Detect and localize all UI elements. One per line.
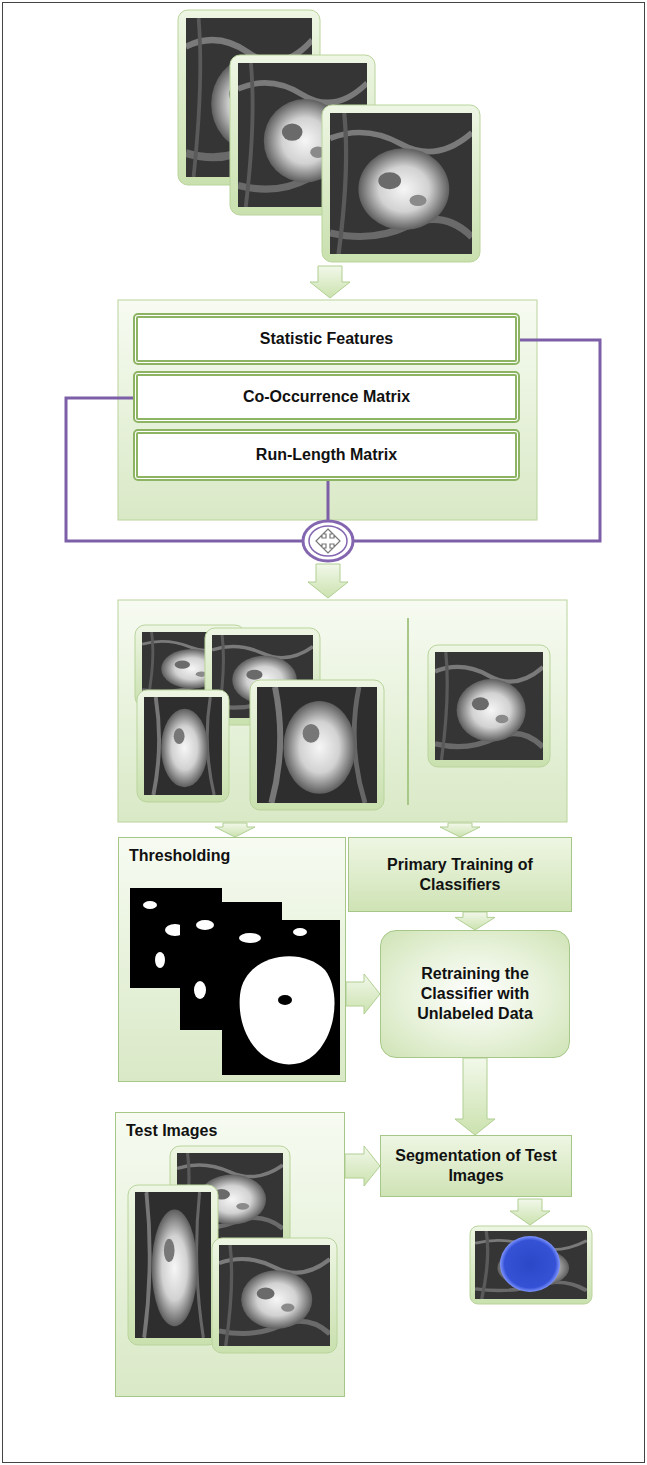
- threshold-spot: [196, 920, 214, 930]
- box-label: Segmentation of Test Images: [391, 1146, 561, 1186]
- flow-arrow: [345, 1146, 380, 1186]
- box-title: Thresholding: [129, 846, 335, 866]
- image-frame: [470, 1226, 592, 1304]
- flow-arrow: [215, 823, 255, 837]
- move-icon: [316, 529, 340, 553]
- image-frame: [137, 690, 229, 802]
- box-ground: [118, 837, 346, 1082]
- mri-image: [144, 697, 222, 795]
- mri-image: [330, 113, 472, 254]
- process-box: Retraining the Classifier with Unlabeled…: [380, 930, 570, 1058]
- threshold-spot: [293, 928, 307, 936]
- merge-circle: [303, 521, 353, 561]
- threshold-spot: [143, 901, 157, 909]
- merge-circle: [309, 526, 347, 556]
- threshold-spot: [155, 952, 165, 968]
- box-label: Retraining the Classifier with Unlabeled…: [391, 964, 559, 1024]
- mri-image: [219, 1245, 330, 1346]
- box-label: Co-Occurrence Matrix: [243, 387, 410, 407]
- flow-arrow: [455, 912, 495, 930]
- segmentation-mask: [500, 1236, 560, 1292]
- mri-image: [257, 687, 377, 803]
- box-ground: [115, 1112, 345, 1397]
- process-box: Segmentation of Test Images: [380, 1135, 572, 1197]
- mri-image: [435, 652, 543, 760]
- mri-image: [135, 1192, 211, 1338]
- flow-arrow: [310, 266, 350, 298]
- flow-arrow: [308, 564, 348, 598]
- image-frame: [322, 105, 480, 262]
- image-group-box: Thresholding: [118, 837, 346, 1082]
- image-frame: [250, 680, 384, 810]
- box-title: Test Images: [126, 1121, 334, 1141]
- image-frame: [128, 1185, 218, 1345]
- threshold-spot: [194, 981, 206, 999]
- image-frame: [212, 1238, 337, 1353]
- feature-box: Statistic Features: [133, 313, 520, 365]
- flow-arrow: [440, 823, 480, 837]
- feature-box: Co-Occurrence Matrix: [133, 371, 520, 423]
- box-label: Primary Training of Classifiers: [359, 855, 561, 895]
- divider-line: [407, 618, 409, 805]
- flow-arrow: [346, 974, 380, 1014]
- flow-arrow: [510, 1199, 550, 1225]
- mri-image: [475, 1231, 587, 1299]
- box-label: Run-Length Matrix: [256, 445, 397, 465]
- threshold-image: [222, 920, 340, 1075]
- feature-box: Run-Length Matrix: [133, 429, 520, 481]
- merge-line: [327, 481, 330, 521]
- process-box: Primary Training of Classifiers: [348, 837, 572, 912]
- threshold-spot: [278, 995, 292, 1005]
- figure-border: [3, 3, 645, 1463]
- image-group-box: Test Images: [115, 1112, 345, 1397]
- feature-panel: [118, 300, 537, 520]
- image-frame: [428, 645, 550, 767]
- image-panel: [118, 600, 567, 822]
- box-label: Statistic Features: [260, 329, 393, 349]
- flow-arrow: [455, 1058, 495, 1135]
- threshold-blob: [240, 956, 335, 1064]
- threshold-spot: [239, 933, 261, 943]
